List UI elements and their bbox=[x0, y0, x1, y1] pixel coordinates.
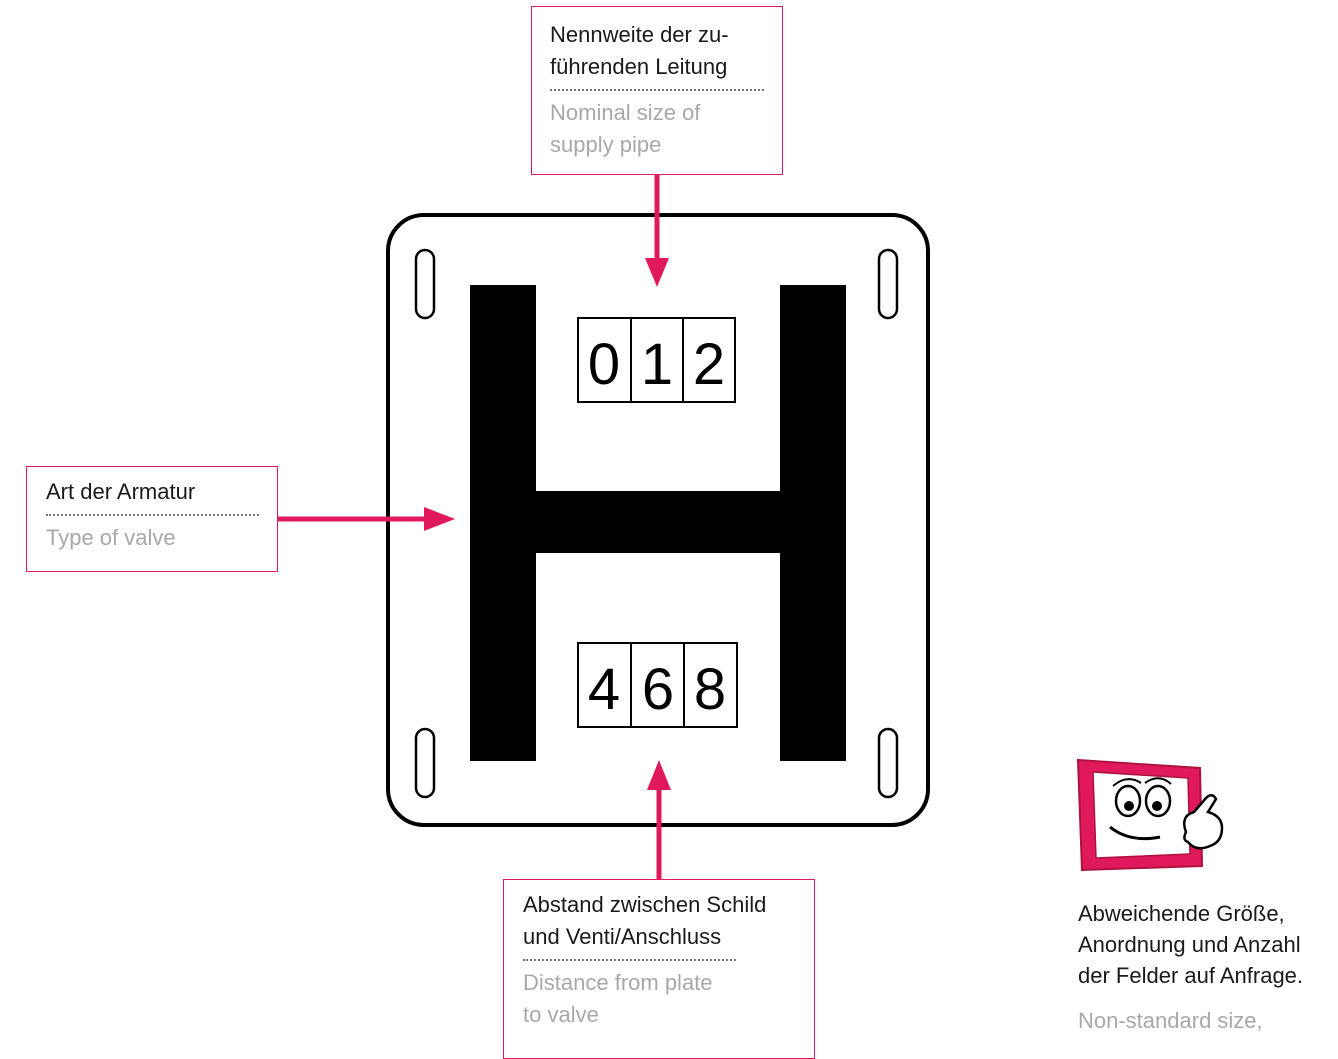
digit-bottom-1: 4 bbox=[588, 657, 620, 722]
callout-valve-type-de: Art der Armatur bbox=[46, 479, 196, 504]
mounting-slot-top-left bbox=[414, 248, 436, 320]
arrow-bottom bbox=[647, 760, 671, 879]
custom-size-note: Abweichende Größe, Anordnung und Anzahl … bbox=[1078, 898, 1338, 1036]
digit-top-1: 0 bbox=[588, 332, 620, 397]
digit-top-2: 1 bbox=[641, 332, 673, 397]
mounting-slot-bottom-right bbox=[877, 727, 899, 799]
digit-bottom-2: 6 bbox=[642, 657, 674, 722]
divider bbox=[523, 959, 736, 961]
callout-distance-en: Distance from plate to valve bbox=[523, 970, 713, 1027]
divider bbox=[46, 514, 259, 516]
custom-size-note-en: Non-standard size, bbox=[1078, 1008, 1263, 1033]
mounting-slot-top-right bbox=[877, 248, 899, 320]
callout-distance: Abstand zwischen Schild und Venti/Anschl… bbox=[503, 879, 815, 1059]
callout-valve-type-en: Type of valve bbox=[46, 525, 176, 550]
digit-top-3: 2 bbox=[693, 332, 725, 397]
callout-distance-de: Abstand zwischen Schild und Venti/Anschl… bbox=[523, 892, 767, 949]
digit-field-top: 0 1 2 bbox=[577, 317, 736, 403]
callout-nominal-size-de: Nennweite der zu- führenden Leitung bbox=[550, 22, 729, 79]
mascot-sign-icon bbox=[1076, 758, 1224, 872]
callout-valve-type: Art der Armatur Type of valve bbox=[26, 466, 278, 572]
digit-field-bottom: 4 6 8 bbox=[577, 642, 738, 728]
custom-size-note-de: Abweichende Größe, Anordnung und Anzahl … bbox=[1078, 901, 1304, 988]
arrow-top bbox=[645, 175, 669, 287]
mounting-slot-bottom-left bbox=[414, 727, 436, 799]
hydrant-letter-h bbox=[470, 285, 846, 761]
callout-nominal-size-en: Nominal size of supply pipe bbox=[550, 100, 701, 157]
divider bbox=[550, 89, 764, 91]
callout-nominal-size: Nennweite der zu- führenden Leitung Nomi… bbox=[531, 6, 783, 175]
arrow-left bbox=[278, 507, 455, 531]
digit-bottom-3: 8 bbox=[694, 657, 726, 722]
